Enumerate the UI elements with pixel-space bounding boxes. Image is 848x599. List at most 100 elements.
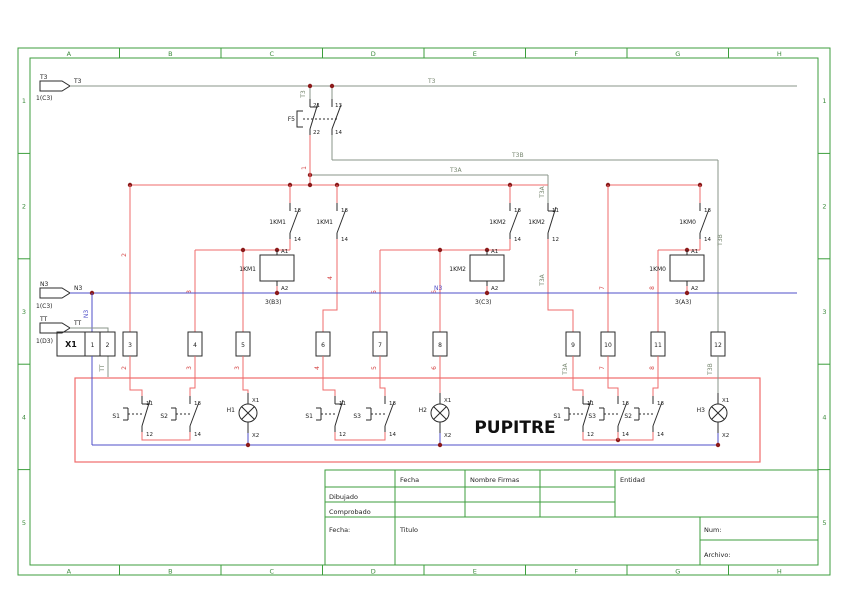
t3b-riser-label: T3B: [717, 234, 724, 247]
wire-number: 1: [301, 166, 308, 170]
grid-col-label: D: [371, 568, 376, 576]
grid-col-label: E: [473, 568, 477, 576]
km2-nc-label: 1KM2: [528, 219, 545, 226]
t3-riser-label: T3: [300, 90, 307, 99]
km0-seal-label: 1KM0: [679, 219, 696, 226]
wire-number: 6: [431, 290, 438, 294]
grid-col-label: G: [675, 50, 680, 58]
titleblock-nombre-firmas-header: Nombre Firmas: [470, 476, 520, 484]
grid-row-label: 5: [22, 519, 26, 527]
wire-number: 3: [234, 366, 241, 370]
s2-actuator: [170, 407, 193, 421]
button-pin: 12: [146, 432, 153, 438]
t3-wire-label: T3: [73, 78, 82, 85]
grid-col-label: A: [67, 568, 72, 576]
wire-number: 7: [599, 286, 606, 290]
titleblock-dibujado-label: Dibujado: [329, 493, 358, 501]
tt-connector-ref: 1(D3): [36, 338, 53, 345]
wire-number: 4: [314, 366, 321, 370]
lamp-pin: X1: [722, 398, 729, 404]
terminal-number: 3: [128, 342, 132, 349]
wire-number: 2: [121, 366, 128, 370]
wire-tag-t3a: T3A: [562, 362, 569, 375]
f5-pin: 14: [335, 130, 342, 136]
terminal-number: 4: [193, 342, 197, 349]
button-pin: 13: [622, 401, 629, 407]
titleblock-archivo-label: Archivo:: [704, 551, 731, 559]
s2-actuator: [633, 407, 656, 421]
t3-connector-label: T3: [39, 74, 48, 81]
tt-line: TT 1(D3) TT TT: [36, 316, 109, 377]
s3-label: S3: [353, 413, 361, 420]
grid-row-label: 1: [822, 97, 826, 105]
t3-supply-line: T3 1(C3) T3 T3 T3 F5 21 22 13 14 T3B T3B…: [36, 74, 797, 332]
km2-branch: 1KM2 13 14 5 6 1KM2 A1 A2 3(C3) 1KM2 11 …: [371, 185, 574, 332]
grid-col-label: E: [473, 50, 477, 58]
terminal-number: 10: [604, 342, 612, 349]
km1-seal-label: 1KM1: [269, 219, 286, 226]
contact-pin: 12: [552, 237, 559, 243]
t3a-riser-label: T3A: [539, 185, 546, 198]
coil-pin: A1: [281, 249, 288, 255]
km1-aux-label: 1KM1: [316, 219, 333, 226]
titleblock-fecha-label: Fecha:: [329, 526, 350, 534]
f5-label: F5: [288, 116, 295, 123]
t3a-wire-label: T3A: [449, 167, 462, 174]
contact-pin: 13: [704, 208, 711, 214]
s1-actuator: [563, 407, 586, 421]
tt-riser-label: TT: [99, 364, 106, 373]
km1-coil-symbol: [259, 249, 295, 287]
coil-pin: A1: [691, 249, 698, 255]
pupitre-panel: PUPITRE S1 11 12 S2 13 14 H1 X1 X2 S1 11…: [74, 356, 761, 463]
grid-row-label: 2: [22, 203, 26, 211]
grid-row-label: 1: [22, 97, 26, 105]
km1-branch: 2 1KM1 13 14 3 1KM1 A1 A2 3(B3) 1KM1 13 …: [121, 185, 348, 332]
t3b-wire-label: T3B: [511, 152, 524, 159]
km0-branch: 7 8 1KM0 13 14 1KM0 A1 A2 3(A3): [599, 185, 711, 332]
coil-pin: A1: [491, 249, 498, 255]
terminal-number: 8: [438, 342, 442, 349]
button-pin: 11: [339, 401, 346, 407]
n3-source-connector: [39, 287, 71, 299]
t3-connector-ref: 1(C3): [36, 95, 53, 102]
thermal-relay-f5: F5 21 22 13 14: [288, 98, 342, 136]
button-pin: 13: [389, 401, 396, 407]
lamp-pin: X2: [722, 433, 729, 439]
button-pin: 12: [339, 432, 346, 438]
title-block: Fecha Nombre Firmas Entidad Dibujado Com…: [324, 469, 819, 566]
grid-col-label: C: [270, 50, 275, 58]
t3-wire-label-mid: T3: [427, 78, 436, 85]
km0-coil-label: 1KM0: [649, 266, 666, 273]
f5-pin: 13: [335, 103, 342, 109]
grid-col-label: H: [777, 568, 782, 576]
km0-destination-ref: 3(A3): [675, 299, 691, 306]
km1-coil-label: 1KM1: [239, 266, 256, 273]
n3-connector-ref: 1(C3): [36, 303, 53, 310]
titleblock-fecha-header: Fecha: [400, 476, 419, 484]
terminal-number: 9: [571, 342, 575, 349]
button-pin: 11: [146, 401, 153, 407]
x1-terminal-strip: X1 1 2 3 4 5 6 7 8 9 10 11 12 2 3 3 4 5 …: [56, 331, 726, 376]
wire-number: 6: [431, 366, 438, 370]
n3-connector-label: N3: [40, 281, 48, 288]
terminal-number: 6: [321, 342, 325, 349]
panel-title: PUPITRE: [474, 418, 555, 438]
grid-row-label: 3: [22, 308, 26, 316]
titleblock-entidad-header: Entidad: [620, 476, 645, 484]
terminal-strip-label: X1: [65, 340, 77, 349]
button-pin: 13: [657, 401, 664, 407]
wire-number: 3: [186, 290, 193, 294]
terminal-number: 1: [91, 342, 95, 349]
grid-row-label: 2: [822, 203, 826, 211]
grid-col-label: B: [168, 568, 172, 576]
terminal-number: 11: [654, 342, 662, 349]
contact-pin: 14: [341, 237, 348, 243]
grid-col-label: F: [574, 50, 578, 58]
wire-number: 8: [649, 286, 656, 290]
grid-row-label: 3: [822, 308, 826, 316]
grid-col-label: A: [67, 50, 72, 58]
wire-number: 4: [327, 276, 334, 280]
lamp-pin: X2: [252, 433, 259, 439]
pupitre-group-km1: S1 11 12 S2 13 14 H1 X1 X2: [112, 356, 259, 445]
s2-label: S2: [160, 413, 168, 420]
